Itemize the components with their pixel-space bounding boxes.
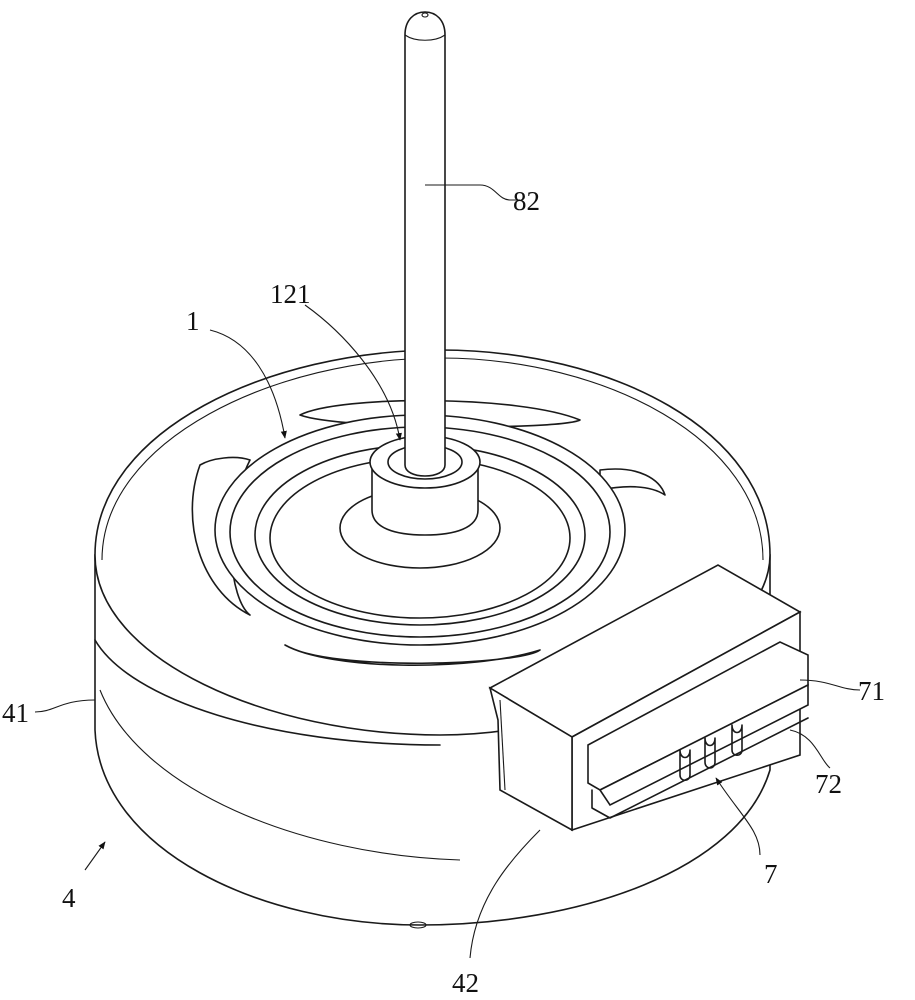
shaft [404,11,446,477]
label-7: 7 [764,859,778,889]
leader-72 [789,729,831,769]
label-72: 72 [815,769,842,799]
connector-assembly [488,564,809,832]
leader-82 [425,184,520,201]
leader-42 [469,829,541,959]
leader-lines [34,184,861,959]
reference-labels: 82 121 1 41 71 72 7 4 42 [2,186,885,998]
label-1: 1 [186,306,200,336]
label-82: 82 [513,186,540,216]
leader-71 [799,679,861,691]
label-42: 42 [452,968,479,998]
leader-41 [34,699,96,713]
housing-recesses [191,399,666,667]
label-4: 4 [62,883,76,913]
leader-7 [715,777,761,856]
leader-121 [304,304,402,441]
arrow-4 [84,841,106,871]
leader-1 [209,329,287,439]
label-71: 71 [858,676,885,706]
label-41: 41 [2,698,29,728]
label-121: 121 [270,279,311,309]
